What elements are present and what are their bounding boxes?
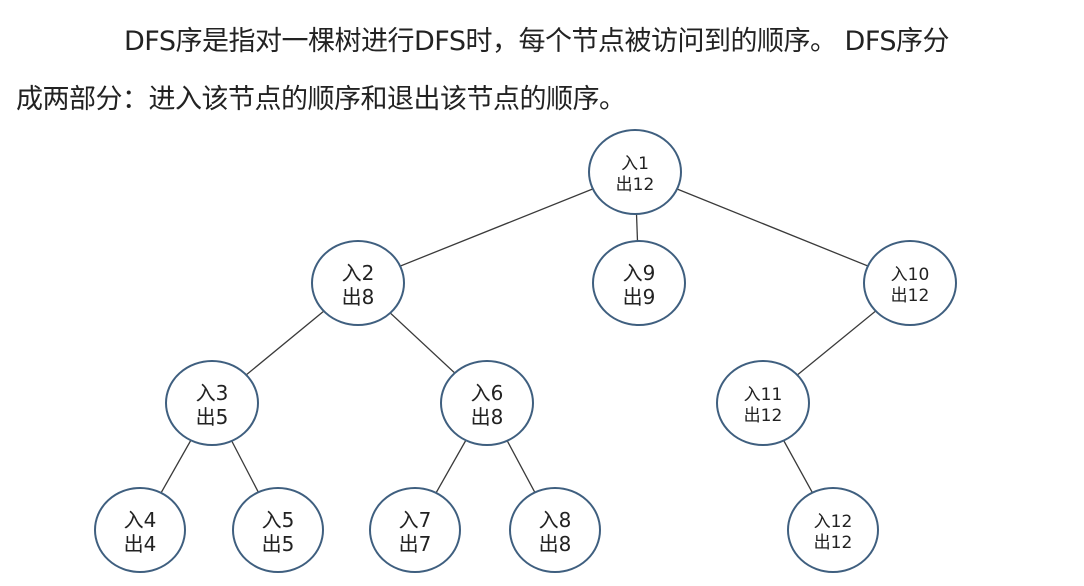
node-enter-label: 入12 [814,512,853,532]
description-line-2: 成两部分：进入该节点的顺序和退出该节点的顺序。 [16,84,626,115]
node-exit-label: 出12 [744,406,783,426]
tree-nodes: 入1出12入2出8入9出9入10出12入3出5入6出8入11出12入4出4入5出… [94,129,957,573]
node-exit-label: 出5 [196,405,229,429]
node-circle [588,129,682,215]
node-enter-label: 入4 [124,508,157,532]
node-circle [440,360,534,446]
node-exit-label: 出8 [539,532,572,556]
node-circle [165,360,259,446]
node-enter-label: 入1 [621,154,649,174]
node-circle [787,487,879,573]
node-circle [311,240,405,326]
node-enter-label: 入8 [539,508,572,532]
node-exit-label: 出12 [616,175,655,195]
node-exit-label: 出5 [262,532,295,556]
tree-edge-n1-n10 [634,171,911,284]
node-enter-label: 入5 [262,508,295,532]
node-enter-label: 入3 [196,381,229,405]
node-circle [369,487,461,573]
tree-edges [139,171,911,531]
node-enter-label: 入11 [744,385,783,405]
node-exit-label: 出4 [124,532,157,556]
node-exit-label: 出8 [342,285,375,309]
node-exit-label: 出8 [471,405,504,429]
node-exit-label: 出12 [891,286,930,306]
node-exit-label: 出9 [623,285,656,309]
node-enter-label: 入10 [891,265,930,285]
node-circle [509,487,601,573]
node-circle [592,240,686,326]
description-line-1: DFS序是指对一棵树进行DFS时，每个节点被访问到的顺序。 DFS序分 [124,26,950,57]
node-enter-label: 入6 [471,381,504,405]
node-enter-label: 入2 [342,261,375,285]
node-circle [94,487,186,573]
node-exit-label: 出12 [814,533,853,553]
node-enter-label: 入7 [399,508,432,532]
node-enter-label: 入9 [623,261,656,285]
node-exit-label: 出7 [399,532,432,556]
node-circle [232,487,324,573]
node-circle [716,360,810,446]
node-circle [863,240,957,326]
tree-edge-n1-n2 [357,171,636,284]
